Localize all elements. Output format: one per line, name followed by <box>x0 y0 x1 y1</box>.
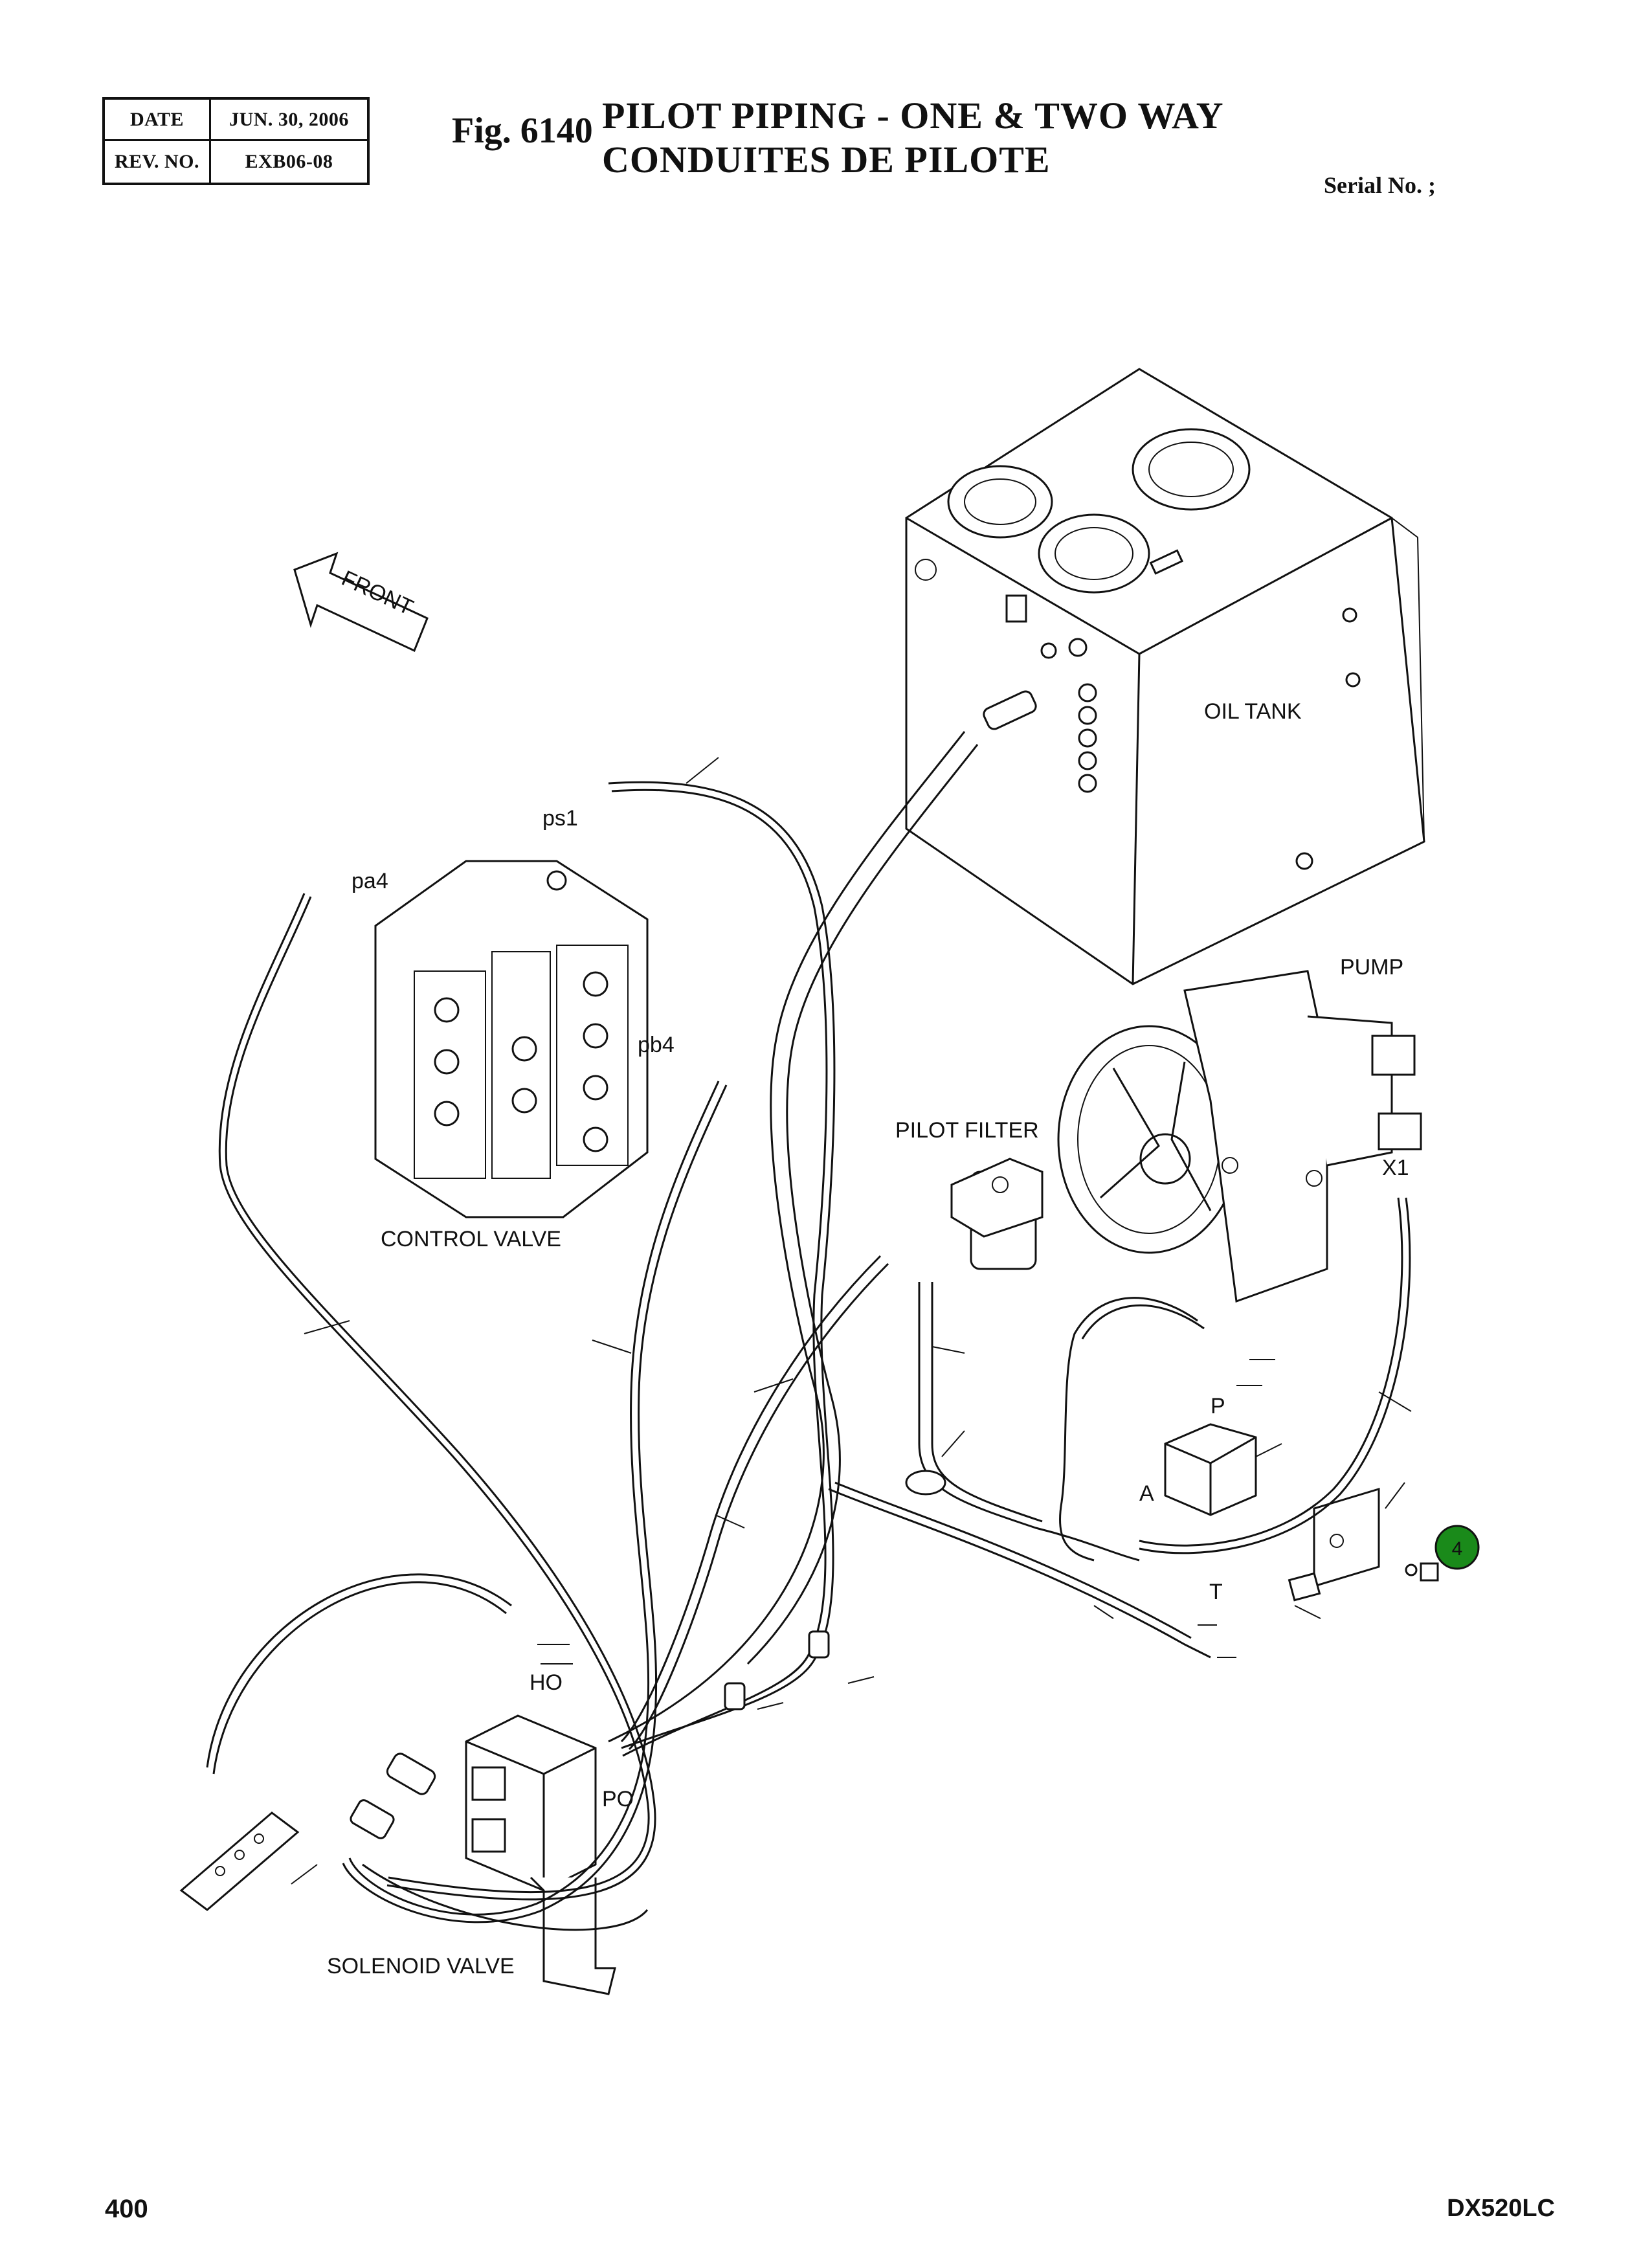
pilot-filter-label: PILOT FILTER <box>895 1118 1039 1143</box>
rev-value: EXB06-08 <box>245 151 333 172</box>
front-arrow: FRONT <box>293 552 429 653</box>
hoses <box>206 731 1411 1931</box>
port-a-label: A <box>1139 1481 1154 1506</box>
model-number: DX520LC <box>1447 2195 1555 2222</box>
figure-title-line1: PILOT PIPING - ONE & TWO WAY <box>602 95 1224 137</box>
manifold-block: P A T <box>1139 1394 1439 1604</box>
port-po-label: PO <box>602 1787 634 1811</box>
pilot-filter: PILOT FILTER <box>895 1118 1044 1270</box>
ps1-label: ps1 <box>542 806 578 831</box>
solenoid-valve-label: SOLENOID VALVE <box>327 1954 515 1978</box>
tank-ports <box>983 607 1361 870</box>
pa4-label: pa4 <box>352 869 388 893</box>
rev-label: REV. NO. <box>105 141 211 183</box>
pb4-label: pb4 <box>638 1033 675 1057</box>
port-t-label: T <box>1209 1580 1223 1604</box>
figure-number: Fig. 6140 <box>452 111 593 151</box>
solenoid-valve: SOLENOID VALVE HO PO <box>179 1670 634 1995</box>
pump-label: PUMP <box>1340 955 1403 980</box>
page-number: 400 <box>105 2195 148 2223</box>
rev-row: REV. NO. EXB06-08 <box>105 141 367 183</box>
oil-tank: OIL TANK <box>905 368 1425 985</box>
oil-tank-label: OIL TANK <box>1204 699 1302 724</box>
control-valve: CONTROL VALVE <box>374 860 649 1251</box>
port-p-label: P <box>1211 1394 1225 1418</box>
port-ho-label: HO <box>530 1670 563 1695</box>
callout-4[interactable]: 4 <box>1434 1525 1480 1570</box>
callout-4-number: 4 <box>1452 1538 1463 1560</box>
figure-title-line2: CONDUITES DE PILOTE <box>602 139 1051 181</box>
revision-box: DATE JUN. 30, 2006 REV. NO. EXB06-08 <box>102 97 370 185</box>
date-label: DATE <box>105 100 211 139</box>
date-row: DATE JUN. 30, 2006 <box>105 100 367 141</box>
leader-lines <box>291 757 1412 1885</box>
date-value: JUN. 30, 2006 <box>229 108 349 130</box>
pump: PUMP <box>1057 955 1422 1303</box>
serial-number: Serial No. ; <box>1324 172 1436 198</box>
control-valve-label: CONTROL VALVE <box>381 1227 561 1251</box>
figure-title: PILOT PIPING - ONE & TWO WAY CONDUITES D… <box>602 94 1223 182</box>
x1-label: X1 <box>1382 1156 1409 1180</box>
